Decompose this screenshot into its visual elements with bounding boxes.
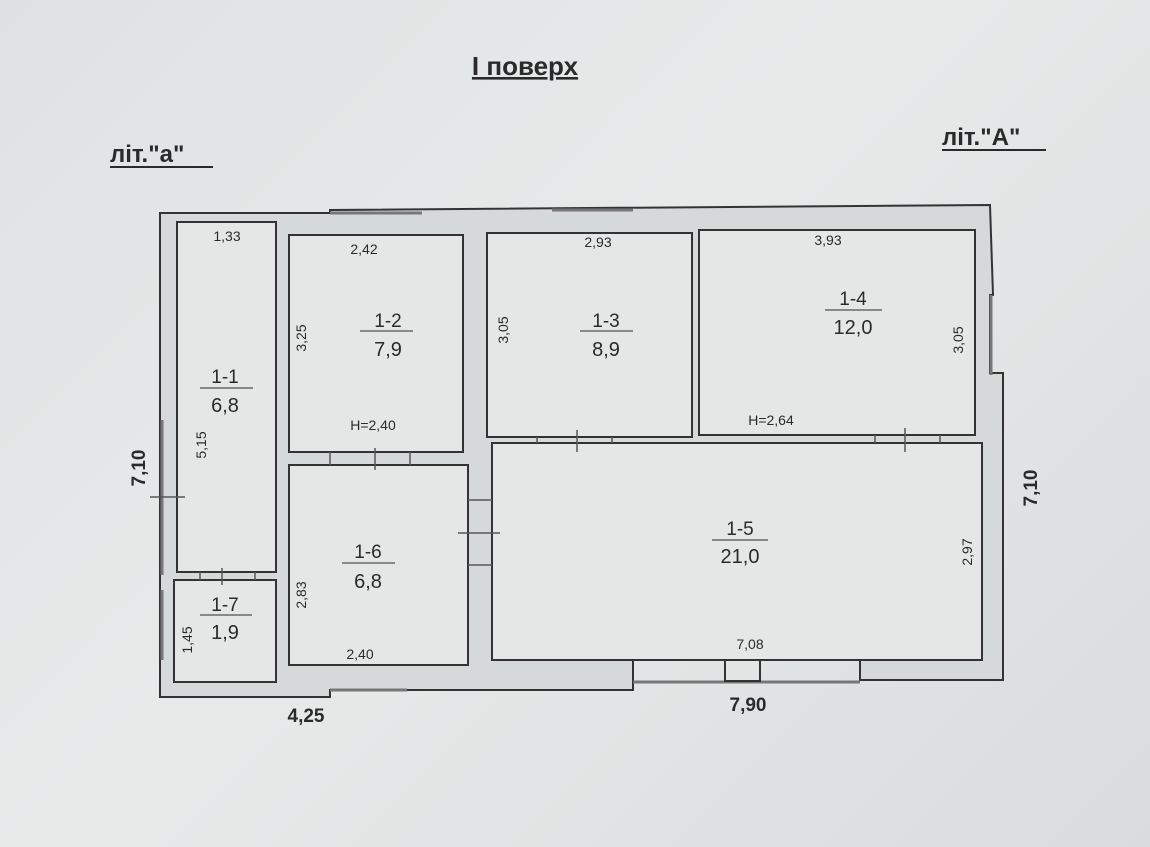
dim: 5,15 — [193, 431, 209, 458]
floor-title: І поверх — [472, 51, 579, 81]
dim-overall: 7,10 — [1021, 470, 1042, 507]
letter-left: літ."а" — [110, 141, 184, 168]
room-1-1 — [176, 221, 277, 573]
dim: H=2,64 — [748, 412, 794, 428]
room-area: 21,0 — [721, 546, 760, 568]
dim-overall: 7,10 — [129, 450, 150, 487]
dim: 3,93 — [814, 232, 841, 248]
dim: H=2,40 — [350, 417, 396, 433]
dim: 2,83 — [293, 581, 309, 608]
dim: 3,05 — [950, 326, 966, 353]
room-area: 6,8 — [211, 395, 239, 417]
dim-overall: 4,25 — [288, 706, 325, 727]
dimension-labels: 1,33 5,15 2,42 3,25 H=2,40 2,93 3,05 3,9… — [129, 228, 1042, 727]
room-id: 1-7 — [211, 595, 238, 616]
room-id: 1-2 — [374, 311, 401, 332]
room-1-2 — [288, 234, 464, 453]
doors — [150, 428, 941, 585]
room-1-4 — [698, 229, 976, 436]
room-id: 1-3 — [592, 311, 619, 332]
room-area: 12,0 — [834, 317, 873, 339]
dim: 7,08 — [736, 636, 763, 652]
letter-right: літ."А" — [942, 124, 1020, 151]
room-area: 6,8 — [354, 571, 382, 593]
dim: 3,05 — [495, 316, 511, 343]
room-1-6 — [288, 464, 469, 666]
dim: 3,25 — [293, 324, 309, 351]
dim: 2,40 — [346, 646, 373, 662]
room-1-5 — [491, 442, 983, 661]
room-id: 1-4 — [839, 289, 867, 310]
room-id: 1-1 — [211, 367, 238, 388]
room-area: 1,9 — [211, 622, 239, 644]
room-area: 7,9 — [374, 339, 402, 361]
dim: 1,33 — [213, 228, 240, 244]
dim: 2,93 — [584, 234, 611, 250]
room-id: 1-6 — [354, 542, 381, 563]
dim: 2,97 — [959, 538, 975, 565]
dim: 2,42 — [350, 241, 377, 257]
dim-overall: 7,90 — [730, 695, 767, 716]
room-1-7 — [173, 579, 277, 683]
dim: 1,45 — [179, 626, 195, 653]
room-area: 8,9 — [592, 339, 620, 361]
room-id: 1-5 — [726, 519, 753, 540]
room-1-3 — [486, 232, 693, 438]
room-labels: 1-1 6,8 1-2 7,9 1-3 8,9 1-4 12,0 1-5 21,… — [200, 289, 882, 644]
